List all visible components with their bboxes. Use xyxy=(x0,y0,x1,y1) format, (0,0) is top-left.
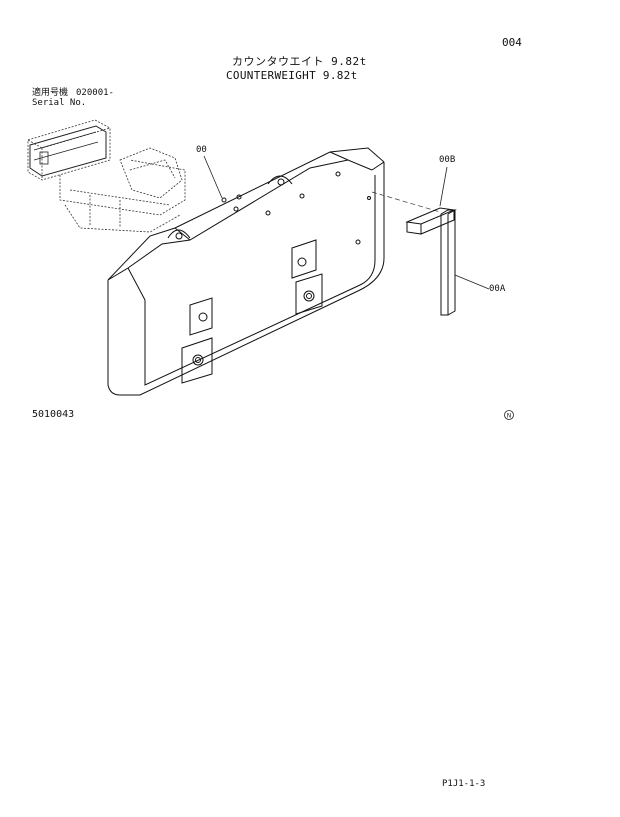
title-japanese: カウンタウエイト 9.82t xyxy=(232,55,367,68)
counterweight-body xyxy=(107,147,385,396)
part-label-00: 00 xyxy=(196,145,207,155)
drawing-number: 5010043 xyxy=(32,409,75,420)
serial-block: 適用号機 020001- Serial No. xyxy=(32,88,114,108)
part-label-00a: 00A xyxy=(489,284,506,294)
serial-label-en: Serial No. xyxy=(32,98,87,108)
machine-thumbnail-icon xyxy=(27,119,186,233)
part-label-00b: 00B xyxy=(439,155,456,165)
svg-text:N: N xyxy=(507,413,512,420)
bar-part xyxy=(440,209,457,316)
serial-value: 020001- xyxy=(76,88,114,98)
serial-label-jp: 適用号機 xyxy=(32,88,69,98)
bracket-part xyxy=(405,207,456,235)
page-reference: P1J1-1-3 xyxy=(442,779,486,789)
page-number: 004 xyxy=(502,36,522,49)
title-english: COUNTERWEIGHT 9.82t xyxy=(226,69,358,82)
circle-n-icon: N xyxy=(504,410,514,420)
